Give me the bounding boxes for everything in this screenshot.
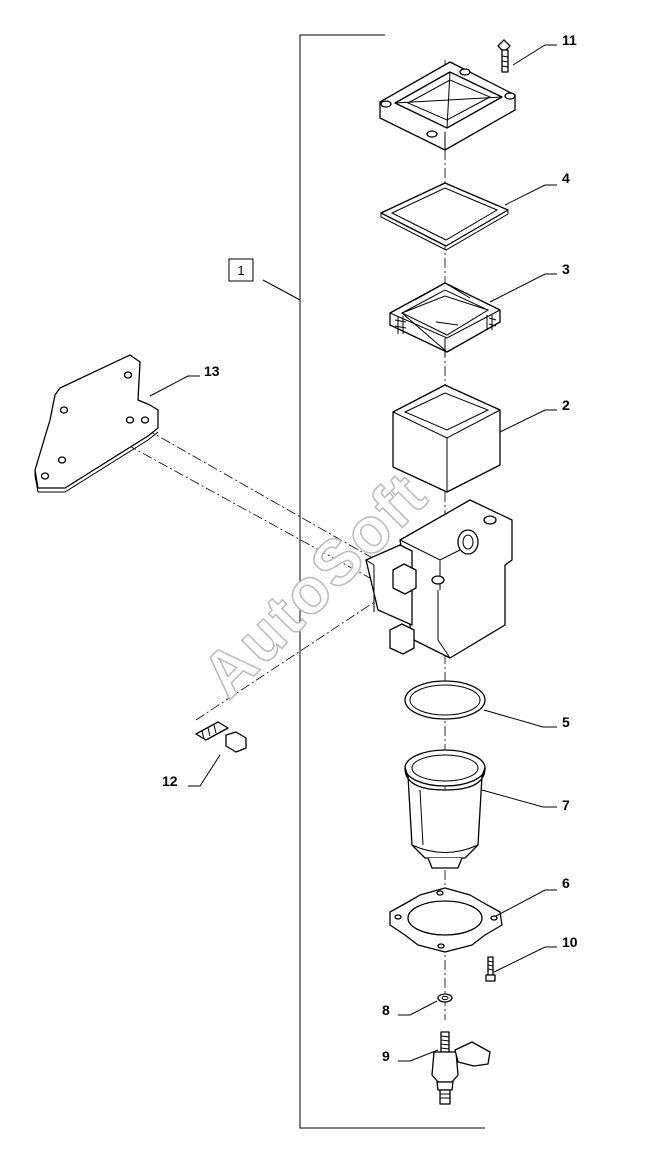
callout-4: 4 <box>562 170 570 186</box>
filter-element-part <box>392 384 501 493</box>
mounting-bracket-part <box>34 354 159 493</box>
bowl-part <box>404 749 486 869</box>
group-label-box <box>228 258 254 282</box>
callout-6: 6 <box>562 875 570 891</box>
callouts: 11 4 3 2 13 5 7 6 10 12 8 9 <box>162 32 578 1064</box>
callout-5: 5 <box>562 714 570 730</box>
bolt-part <box>195 721 247 753</box>
callout-8: 8 <box>382 1002 390 1018</box>
group-label: 1 <box>237 263 244 278</box>
callout-12: 12 <box>162 773 178 789</box>
drain-valve-part <box>431 1031 491 1105</box>
square-gasket-part <box>380 182 509 251</box>
callout-3: 3 <box>562 261 570 277</box>
bowl-flange-part <box>389 887 503 953</box>
top-cover-part <box>379 61 516 151</box>
assembly-bracket: 1 <box>228 34 485 1129</box>
filter-frame-part <box>389 282 501 356</box>
callout-7: 7 <box>562 797 570 813</box>
o-ring-part <box>404 680 486 720</box>
screw-part <box>485 956 496 982</box>
callout-11: 11 <box>562 32 577 48</box>
callout-13: 13 <box>204 363 220 379</box>
wing-screw-part <box>497 39 511 73</box>
filter-housing-part <box>365 499 513 659</box>
washer-part <box>437 993 453 1003</box>
callout-2: 2 <box>562 397 570 413</box>
callout-10: 10 <box>562 934 578 950</box>
callout-9: 9 <box>382 1048 390 1064</box>
leader-lines <box>149 44 557 1062</box>
